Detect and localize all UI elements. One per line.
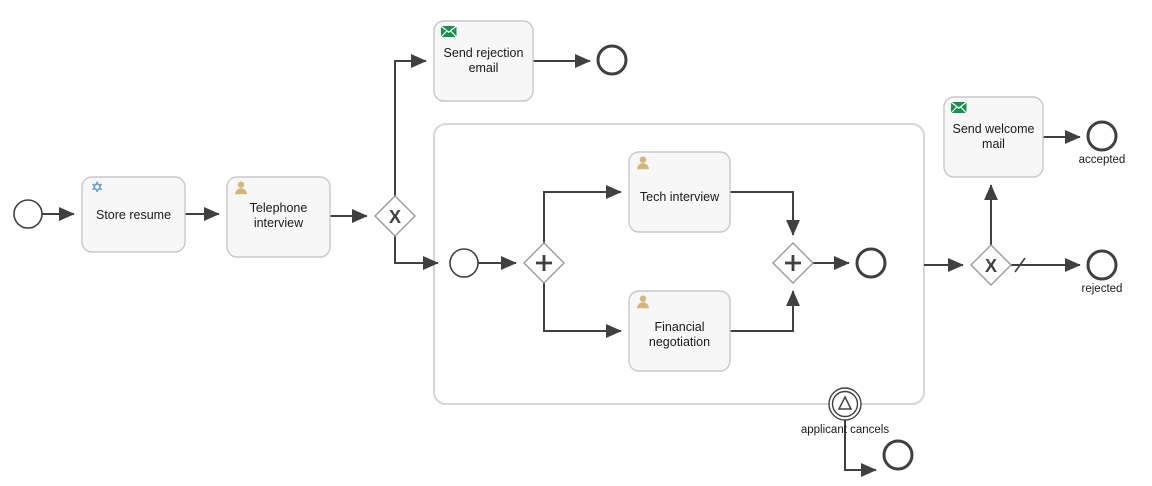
task-tech-interview[interactable]: Tech interview	[628, 151, 731, 233]
gateway-outcome-decision[interactable]: X	[970, 244, 1012, 286]
task-telephone-interview-label-line1: Telephone	[250, 201, 308, 215]
default-flow-marker	[1014, 257, 1026, 273]
end-event-rejection-sent[interactable]	[596, 44, 628, 76]
task-store-resume-label: Store resume	[96, 208, 171, 222]
task-send-welcome-mail-label-line1: Send welcome	[953, 122, 1035, 136]
flow-fork-to-tech-interview	[543, 184, 622, 243]
task-tech-interview-box	[628, 151, 731, 233]
task-send-rejection-email-label-line2: email	[469, 61, 499, 75]
task-tech-interview-label: Tech interview	[640, 190, 720, 204]
subprocess-end-event[interactable]	[855, 247, 887, 279]
end-event-rejected-circle	[1086, 249, 1118, 281]
flow-boundary-to-cancel-end	[844, 420, 877, 478]
gateway-parallel-join[interactable]	[772, 242, 814, 284]
gateway-screening-decision-diamond	[374, 195, 416, 237]
end-event-applicant-cancelled-circle	[882, 439, 914, 471]
start-event[interactable]	[13, 199, 43, 229]
task-send-welcome-mail[interactable]: Send welcome mail	[943, 96, 1044, 178]
task-send-welcome-mail-box	[943, 96, 1044, 178]
gateway-screening-decision-symbol: X	[389, 207, 401, 227]
user-icon	[637, 156, 649, 170]
task-send-welcome-mail-label-line2: mail	[982, 137, 1005, 151]
end-event-accepted[interactable]	[1086, 120, 1118, 152]
flow-tech-interview-to-join	[730, 191, 801, 236]
gateway-outcome-decision-diamond	[970, 244, 1012, 286]
task-store-resume-box	[81, 176, 186, 253]
task-store-resume[interactable]: Store resume	[81, 176, 186, 253]
flow-financial-to-join	[730, 290, 801, 332]
task-telephone-interview[interactable]: Telephone interview	[226, 176, 331, 258]
task-telephone-interview-box	[226, 176, 331, 258]
end-event-accepted-label: accepted	[1079, 154, 1126, 166]
user-icon	[637, 295, 649, 309]
gateway-outcome-decision-symbol: X	[985, 256, 997, 276]
gateway-parallel-fork[interactable]	[523, 242, 565, 284]
task-financial-negotiation-box	[628, 290, 731, 372]
task-telephone-interview-label-line2: interview	[254, 216, 304, 230]
end-event-accepted-circle	[1086, 120, 1118, 152]
envelope-icon	[440, 25, 457, 38]
envelope-icon	[950, 101, 967, 114]
subprocess-start-event-circle	[449, 248, 479, 278]
subprocess-end-event-circle	[855, 247, 887, 279]
end-event-rejection-sent-circle	[596, 44, 628, 76]
flow-decision-to-rejection-email	[394, 53, 427, 196]
user-icon	[235, 181, 247, 195]
boundary-event-inner-circle	[831, 390, 859, 418]
escalation-triangle-icon	[837, 395, 853, 410]
gateway-parallel-join-symbol	[785, 255, 801, 271]
gear-icon	[92, 181, 103, 193]
end-event-rejected[interactable]	[1086, 249, 1118, 281]
task-financial-negotiation-label-line1: Financial	[654, 320, 704, 334]
task-send-rejection-email[interactable]: Send rejection email	[433, 20, 534, 102]
start-event-circle	[13, 199, 43, 229]
boundary-event-applicant-cancels[interactable]	[828, 387, 862, 421]
flow-fork-to-financial	[543, 283, 622, 339]
task-send-rejection-email-box	[433, 20, 534, 102]
end-event-applicant-cancelled[interactable]	[882, 439, 914, 471]
flow-decision-to-subprocess	[394, 236, 439, 271]
task-financial-negotiation[interactable]: Financial negotiation	[628, 290, 731, 372]
sequence-flow-layer	[42, 53, 1081, 478]
gateway-parallel-fork-symbol	[536, 255, 552, 271]
subprocess-start-event[interactable]	[449, 248, 479, 278]
task-send-rejection-email-label-line1: Send rejection	[444, 46, 524, 60]
boundary-event-applicant-cancels-label: applicant cancels	[801, 424, 889, 436]
end-event-rejected-label: rejected	[1082, 283, 1123, 295]
gateway-screening-decision[interactable]: X	[374, 195, 416, 237]
task-financial-negotiation-label-line2: negotiation	[649, 335, 710, 349]
